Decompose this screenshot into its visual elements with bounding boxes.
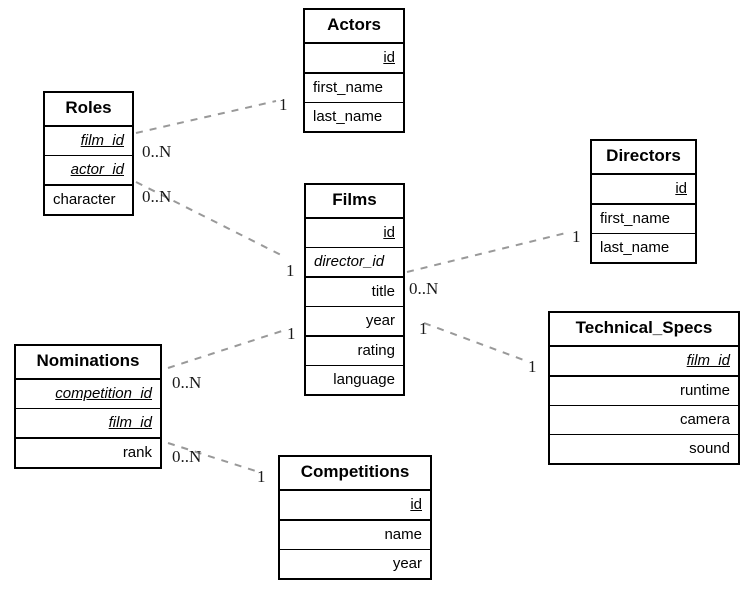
entity-title-technical-specs: Technical_Specs [550,313,738,347]
cardinality-nominations-competitions-1: 1 [257,467,266,486]
entity-roles[interactable]: Roles film_id actor_id character [43,91,134,216]
attribute-competitions-year: year [392,554,422,572]
entity-title-nominations: Nominations [16,346,160,380]
cardinality-nominations-competitions-n: 0..N [172,447,202,466]
attribute-roles-actor-id: actor_id [45,156,132,186]
entity-competitions[interactable]: Competitions id name year [278,455,432,580]
edge-films-technical-specs [423,322,530,363]
attribute-competitions-name: name [280,521,430,550]
attribute-directors-id: id [592,175,695,205]
attribute-films-id: id [306,219,403,248]
cardinality-roles-films-1: 1 [286,261,295,280]
attribute-directors-first-name: first_name [592,205,695,234]
cardinality-nominations-films-1: 1 [287,324,296,343]
attribute-roles-character: character [53,190,116,208]
entity-films[interactable]: Films id director_id title year rating l… [304,183,405,396]
attribute-nominations-competition-id: competition_id [16,380,160,409]
edge-nominations-films [167,329,286,369]
entity-title-directors: Directors [592,141,695,175]
cardinality-films-technical-specs-1b: 1 [528,357,537,376]
cardinality-roles-films-n: 0..N [142,187,172,206]
edge-roles-actors [135,100,277,134]
attribute-films-year: year [306,307,403,337]
attribute-nominations-rank: rank [122,443,152,461]
attribute-films-language: language [333,370,395,388]
cardinality-nominations-films-n: 0..N [172,373,202,392]
attribute-roles-film-id: film_id [45,127,132,156]
attribute-technical-specs-film-id: film_id [550,347,738,377]
entity-title-actors: Actors [305,10,403,44]
cardinality-roles-actors-n: 0..N [142,142,172,161]
attribute-films-rating: rating [306,337,403,366]
attribute-actors-last-name: last_name [313,107,383,125]
cardinality-films-directors-n: 0..N [409,279,439,298]
attribute-directors-last-name: last_name [600,238,670,256]
entity-technical-specs[interactable]: Technical_Specs film_id runtime camera s… [548,311,740,465]
entity-nominations[interactable]: Nominations competition_id film_id rank [14,344,162,469]
attribute-technical-specs-runtime: runtime [550,377,738,406]
entity-actors[interactable]: Actors id first_name last_name [303,8,405,133]
edge-films-directors [406,231,571,273]
attribute-films-director-id: director_id [306,248,403,278]
attribute-films-title: title [306,278,403,307]
attribute-competitions-id: id [280,491,430,521]
cardinality-films-directors-1: 1 [572,227,581,246]
entity-title-competitions: Competitions [280,457,430,491]
attribute-actors-first-name: first_name [305,74,403,103]
entity-title-films: Films [306,185,403,219]
attribute-nominations-film-id: film_id [16,409,160,439]
entity-directors[interactable]: Directors id first_name last_name [590,139,697,264]
cardinality-roles-actors-1: 1 [279,95,288,114]
cardinality-films-technical-specs-1a: 1 [419,319,428,338]
attribute-actors-id: id [305,44,403,74]
entity-title-roles: Roles [45,93,132,127]
attribute-technical-specs-sound: sound [689,439,730,457]
attribute-technical-specs-camera: camera [550,406,738,435]
